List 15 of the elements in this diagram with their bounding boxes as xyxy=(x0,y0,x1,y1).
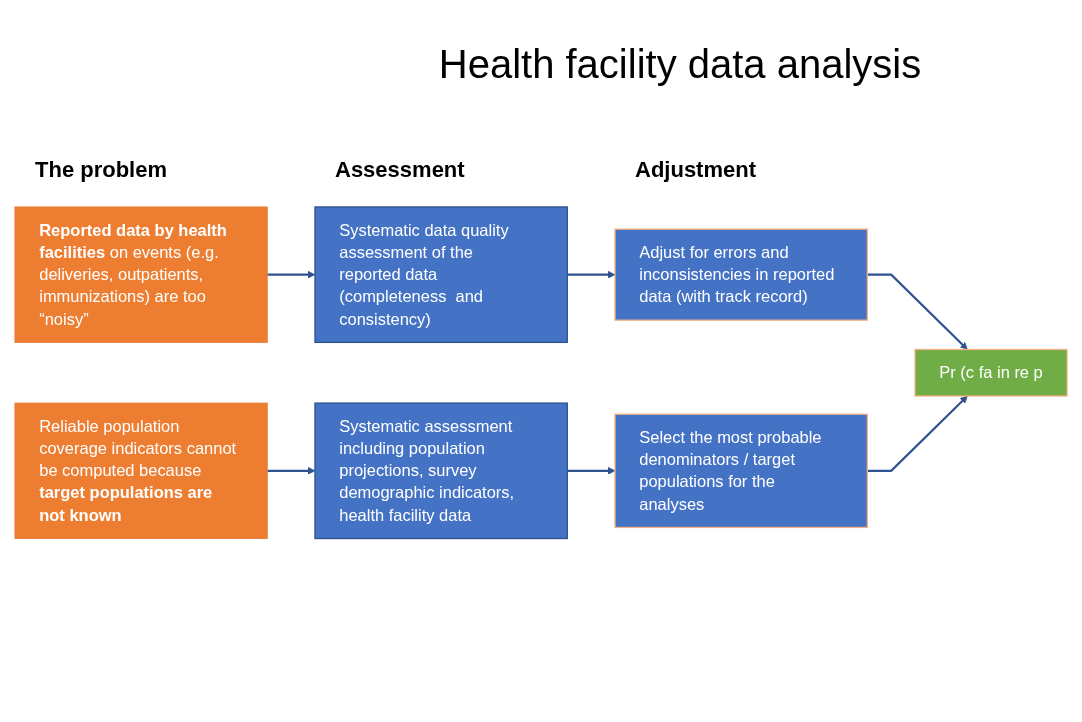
arrow xyxy=(867,273,968,350)
node-box: Pr (c fa in re p xyxy=(914,348,1068,397)
node-box: Reliable population coverage indicators cannot be computed because target populations are not known xyxy=(14,402,268,539)
node-box: Systematic data quality assessment of the reported data (completeness and consistency) xyxy=(314,206,568,344)
node-box: Adjust for errors and inconsistencies in reported data (with track record) xyxy=(614,228,868,321)
arrow xyxy=(867,395,968,472)
node-box: Select the most probable denominators / target populations for the analyses xyxy=(614,413,868,529)
node-box: Systematic assessment including population projections, survey demographic indicators, health facility data xyxy=(314,402,568,540)
node-box: Reported data by health facilities on events (e.g. deliveries, outpatients, immunizations) are too “noisy” xyxy=(14,206,268,343)
column-heading: The problem xyxy=(35,156,167,184)
column-heading: Adjustment xyxy=(635,156,756,184)
column-heading: Assessment xyxy=(335,156,465,184)
arrow xyxy=(567,270,616,279)
arrow xyxy=(567,467,616,475)
diagram-title: Health facility data analysis xyxy=(437,42,923,87)
